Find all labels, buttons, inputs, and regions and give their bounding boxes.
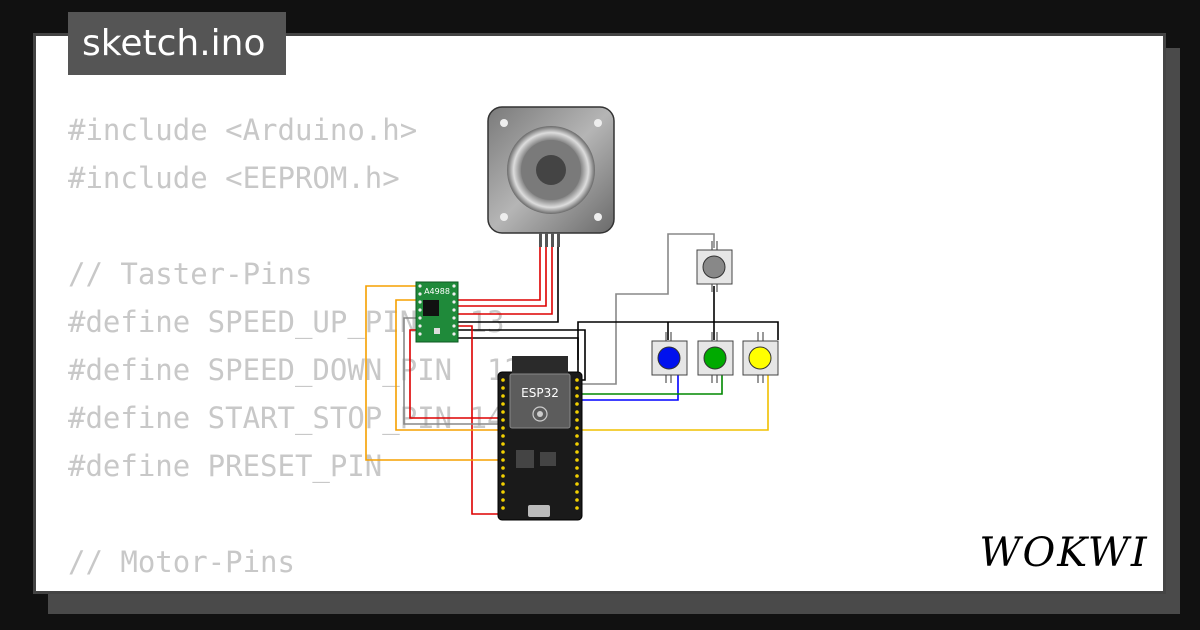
pushbutton-green[interactable]	[697, 332, 734, 383]
wokwi-logo: WOKWI	[979, 530, 1148, 576]
code-line: // Taster-Pins	[68, 257, 313, 291]
code-preview: #include <Arduino.h> #include <EEPROM.h> /…	[68, 106, 522, 591]
code-line: // Motor-Pins	[68, 545, 295, 579]
code-line: #include <EEPROM.h>	[68, 161, 400, 195]
esp32-board[interactable]: ESP32	[497, 356, 583, 521]
wires	[365, 233, 779, 515]
code-line: #define SPEED_DOWN_PIN 12	[68, 353, 522, 387]
a4988-driver[interactable]: A4988	[415, 281, 459, 343]
pushbutton-gray[interactable]	[696, 241, 733, 292]
code-line: #include <Arduino.h>	[68, 113, 418, 147]
file-tab[interactable]: sketch.ino	[68, 12, 286, 75]
mcu-label: ESP32	[521, 386, 559, 400]
brand-name: WOKWI	[979, 530, 1148, 576]
code-line: #define SPEED_UP_PIN 13	[68, 305, 505, 339]
esp32-pins	[501, 378, 579, 510]
driver-label: A4988	[424, 287, 450, 296]
pushbutton-yellow[interactable]	[742, 332, 779, 383]
pushbutton-blue[interactable]	[651, 332, 688, 383]
stepper-motor[interactable]	[487, 106, 615, 247]
code-line: #define PRESET_PIN	[68, 449, 383, 483]
